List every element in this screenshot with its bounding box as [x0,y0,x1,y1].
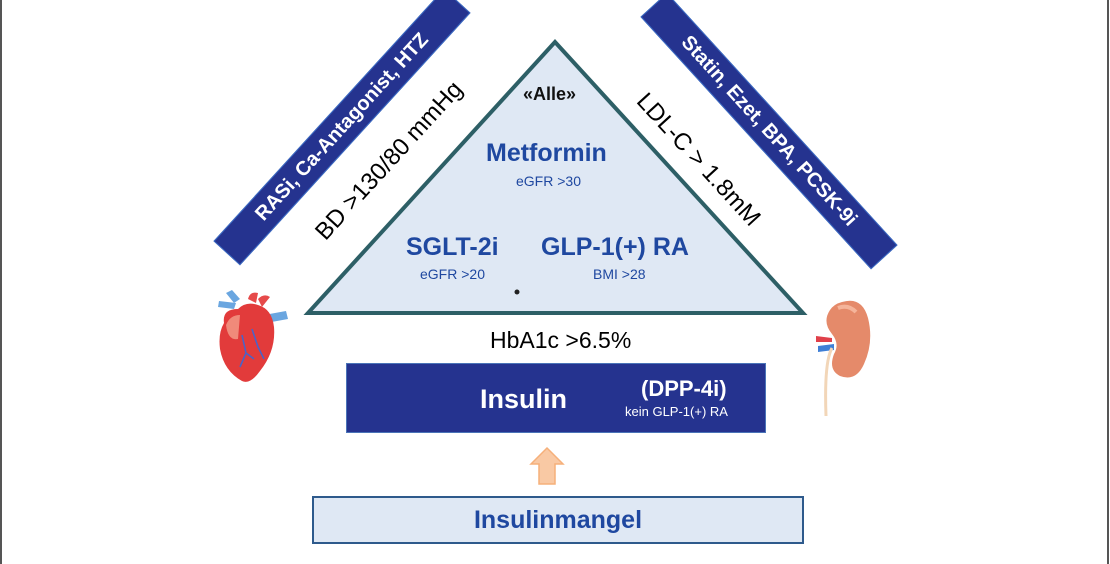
stray-dot [514,289,520,295]
sglt2-label: SGLT-2i [406,233,499,261]
metformin-label: Metformin [486,139,607,167]
dpp4i-label: (DPP-4i) [641,376,727,401]
frame-border-left [0,0,2,564]
insulin-box: Insulin (DPP-4i) kein GLP-1(+) RA [346,363,766,433]
hba1c-threshold: HbA1c >6.5% [490,327,632,353]
sglt2-condition: eGFR >20 [420,266,485,282]
kidney-organ-icon [816,300,871,417]
up-arrow-icon [529,446,565,485]
insulinmangel-box: Insulinmangel [312,496,804,544]
glp1-condition: BMI >28 [593,266,646,282]
triangle-shape [303,39,808,315]
heart-organ-icon [218,290,288,382]
frame-border-right [1107,0,1109,564]
dpp4i-note: kein GLP-1(+) RA [625,404,728,419]
alle-label: «Alle» [523,84,577,104]
glp1-label: GLP-1(+) RA [541,233,689,261]
insulin-label: Insulin [480,384,567,414]
insulinmangel-label: Insulinmangel [473,506,643,534]
metformin-condition: eGFR >30 [516,173,581,189]
